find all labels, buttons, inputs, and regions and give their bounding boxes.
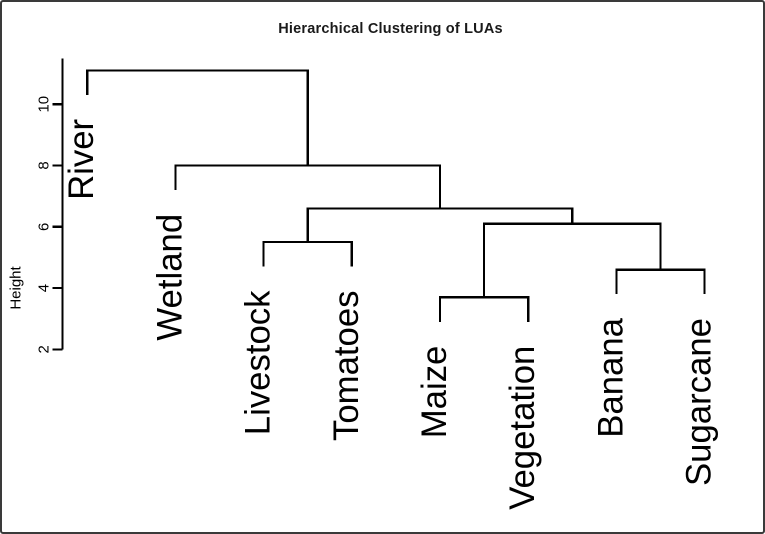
leaf-label-banana: Banana <box>592 317 630 437</box>
leaf-label-tomatoes: Tomatoes <box>328 290 366 441</box>
leaf-label-sugarcane: Sugarcane <box>681 318 719 486</box>
y-tick-label-8: 8 <box>37 161 53 169</box>
y-tick-label-10: 10 <box>37 96 53 113</box>
leaf-label-maize: Maize <box>416 346 454 439</box>
leaf-label-wetland: Wetland <box>151 214 189 341</box>
y-tick-label-4: 4 <box>37 284 53 292</box>
y-tick-label-2: 2 <box>37 345 53 353</box>
leaf-label-vegetation: Vegetation <box>504 346 542 510</box>
leaf-label-livestock: Livestock <box>240 290 278 435</box>
leaf-label-river: River <box>63 119 101 200</box>
chart-title: Hierarchical Clustering of LUAs <box>278 21 503 37</box>
y-tick-label-6: 6 <box>37 223 53 231</box>
